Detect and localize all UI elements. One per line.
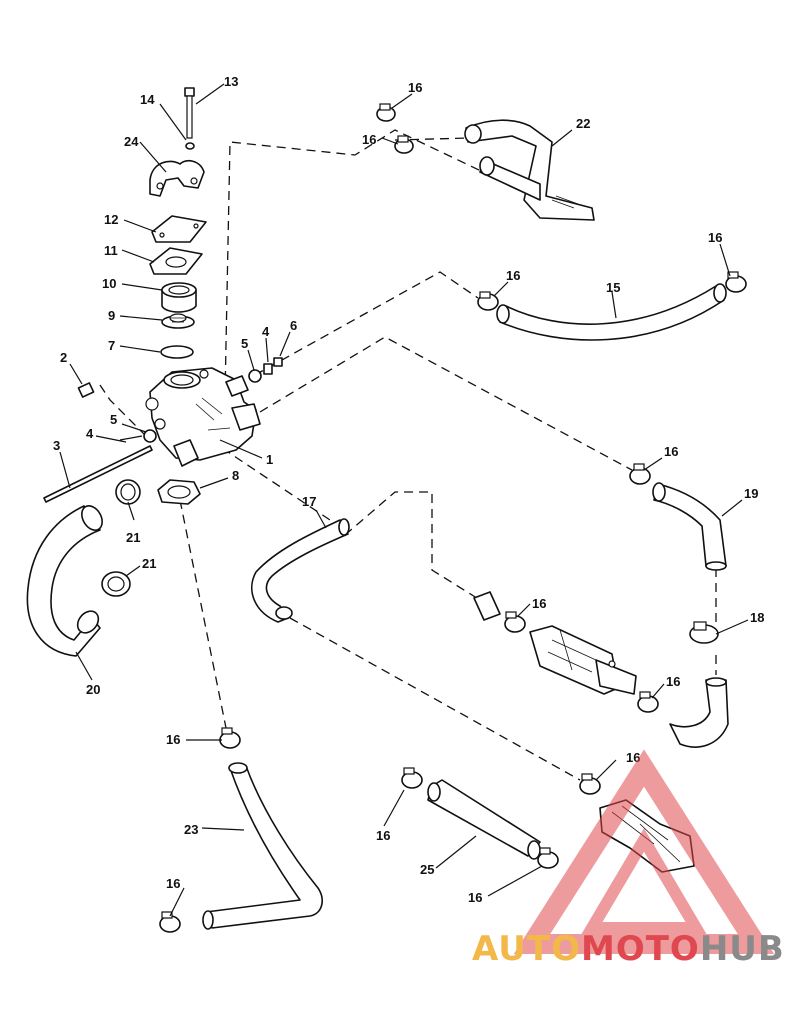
clamp-16 [537,847,559,869]
leader-lines [59,83,749,917]
clamp-21 [101,571,131,597]
callout-5: 5 [110,412,117,427]
callout-2: 2 [60,350,67,365]
watermark-hub: HUB [700,929,785,969]
fitting-5-upper [248,369,262,383]
callout-16: 16 [532,596,546,611]
callout-18: 18 [750,610,764,625]
callout-16: 16 [166,876,180,891]
fitting-4-upper [263,363,273,375]
watermark-logo: AUTOMOTOHUB [472,749,785,969]
clamp-16 [629,463,651,485]
fitting-5-lower [143,429,157,443]
hose-20 [26,505,103,657]
clamp-16 [401,767,423,789]
watermark-inner-triangle-icon [581,828,707,934]
hose-clamps [101,103,747,933]
watermark-moto: MOTO [581,929,700,969]
drain-plug-2 [77,382,95,398]
thermostat-cover-plate [151,215,207,243]
callout-10: 10 [102,276,116,291]
callout-4: 4 [262,324,270,339]
gasket-8 [157,479,201,505]
callout-21: 21 [126,530,140,545]
thermostat-housing [145,367,261,467]
thermostat-housing-sleeve [161,282,197,313]
coupler-short [473,591,501,621]
callout-16: 16 [664,444,678,459]
clamp-16 [477,291,499,311]
callout-14: 14 [140,92,155,107]
clamp-16 [376,103,396,122]
callout-15: 15 [606,280,620,295]
clamp-16 [579,773,601,795]
callout-12: 12 [104,212,118,227]
callout-16: 16 [708,230,722,245]
callout-16: 16 [408,80,422,95]
callout-8: 8 [232,468,239,483]
rod-3 [43,445,153,503]
callout-16: 16 [362,132,376,147]
callout-6: 6 [290,318,297,333]
thermostat-bolt [184,87,195,139]
hose-25 [427,779,541,860]
watermark-auto: AUTO [472,929,581,969]
callout-11: 11 [104,243,118,258]
thermostat-clip [149,159,205,197]
clamp-16 [637,691,659,713]
clamp-16 [394,135,414,154]
thermostat-washer [185,142,195,150]
fitting-4-lower [119,435,143,441]
hose-19 [652,482,727,571]
thermostat-o-ring [160,345,194,359]
clamp-21 [115,479,141,505]
callout-3: 3 [53,438,60,453]
callout-16: 16 [666,674,680,689]
callout-22: 22 [576,116,590,131]
watermark-triangle-icon [513,749,775,954]
callout-16: 16 [506,268,520,283]
callout-1: 1 [266,452,273,467]
callout-24: 24 [124,134,139,149]
hose-17 [251,518,350,623]
callout-19: 19 [744,486,758,501]
hose-elbow-right [669,677,729,748]
clamp-18 [689,621,719,644]
callout-21: 21 [142,556,156,571]
callout-4: 4 [86,426,94,441]
callout-16: 16 [468,890,482,905]
callout-16: 16 [376,828,390,843]
callout-17: 17 [302,494,316,509]
callout-numbers: 1 2 3 4 4 5 5 6 7 8 9 10 11 12 13 14 15 … [53,74,764,905]
callout-23: 23 [184,822,198,837]
fitting-6 [273,357,283,367]
clamp-16 [219,727,241,749]
clamp-16 [725,271,747,293]
hose-22 [464,119,595,221]
callout-16: 16 [166,732,180,747]
pump-assembly [529,625,637,695]
callout-25: 25 [420,862,434,877]
watermark-text: AUTOMOTOHUB [472,929,785,969]
thermostat-gasket [149,247,203,275]
thermostat [161,313,195,329]
hose-23 [202,762,323,930]
routing-dashed-lines [99,129,717,781]
callout-20: 20 [86,682,100,697]
hose-15 [496,283,727,341]
callout-13: 13 [224,74,238,89]
callout-9: 9 [108,308,115,323]
clamp-16 [504,611,526,633]
callout-5: 5 [241,336,248,351]
callout-7: 7 [108,338,115,353]
